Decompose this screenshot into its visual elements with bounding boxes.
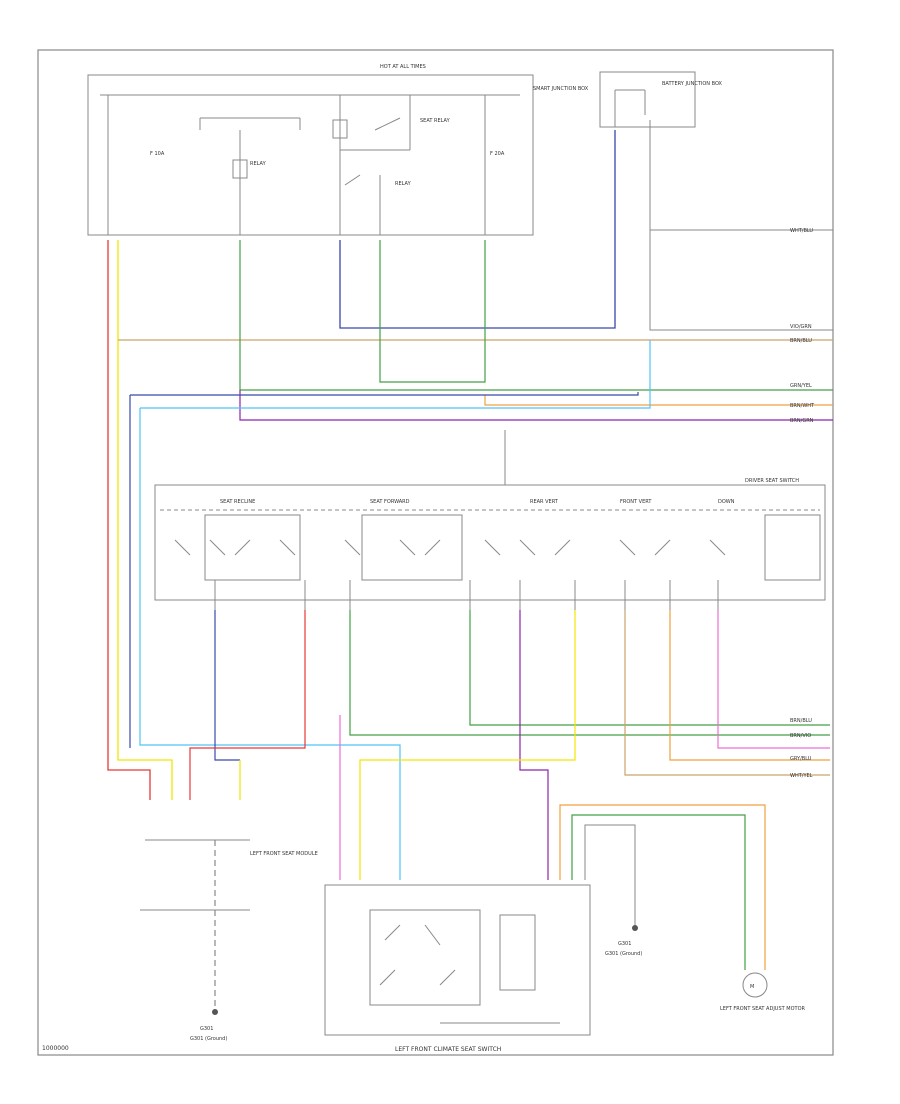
svg-text:SEAT RECLINE: SEAT RECLINE	[220, 499, 255, 505]
svg-text:G301: G301	[618, 941, 631, 947]
wire-red-sw2	[189, 610, 306, 800]
svg-text:SEAT FORWARD: SEAT FORWARD	[370, 499, 410, 505]
ground-left-caption: G301 (Ground)	[190, 1036, 227, 1042]
seat-switch-module: DRIVER SEAT SWITCH SEAT RECLINE SEAT FOR…	[154, 430, 826, 610]
svg-text:DOWN: DOWN	[718, 499, 735, 505]
wire-red-left	[107, 240, 151, 800]
battery-junction-box: BATTERY JUNCTION BOX	[599, 71, 723, 128]
svg-text:HOT AT ALL TIMES: HOT AT ALL TIMES	[380, 64, 426, 70]
svg-text:VIO/GRN: VIO/GRN	[790, 324, 812, 330]
wire-gray-motor	[584, 824, 636, 900]
svg-text:SMART JUNCTION BOX: SMART JUNCTION BOX	[533, 86, 589, 92]
wire-green-sw4	[469, 610, 830, 726]
svg-text:BATTERY JUNCTION BOX: BATTERY JUNCTION BOX	[662, 81, 723, 87]
wire-cyan-long	[139, 340, 651, 880]
svg-text:GRY/BLU: GRY/BLU	[790, 756, 812, 762]
wire-violet-right	[239, 390, 833, 421]
wire-green-top	[239, 240, 833, 391]
svg-text:DRIVER SEAT SWITCH: DRIVER SEAT SWITCH	[745, 478, 799, 484]
svg-text:BRN/WHT: BRN/WHT	[790, 403, 815, 409]
wire-blue-top	[339, 130, 616, 329]
wire-green-sw3	[349, 610, 830, 736]
svg-text:G301: G301	[200, 1026, 213, 1032]
top-module: HOT AT ALL TIMES SMART JUNCTION BOX F 10…	[87, 64, 589, 236]
svg-text:M: M	[750, 984, 754, 990]
climate-seat-switch	[324, 884, 591, 1036]
wire-green-2	[379, 240, 486, 383]
center-ground: G301	[618, 900, 638, 947]
wire-green-motor	[571, 814, 746, 970]
svg-text:RELAY: RELAY	[250, 161, 267, 167]
svg-text:WHT/YEL: WHT/YEL	[790, 773, 813, 779]
svg-text:WHT/BLU: WHT/BLU	[790, 228, 813, 234]
wire-blue-long	[129, 392, 639, 748]
svg-text:BRN/GRN: BRN/GRN	[790, 418, 814, 424]
wire-orange-motor	[559, 804, 766, 970]
svg-text:RELAY: RELAY	[395, 181, 412, 187]
svg-text:FRONT VERT: FRONT VERT	[620, 499, 652, 505]
svg-text:GRN/YEL: GRN/YEL	[790, 383, 812, 389]
svg-text:F 20A: F 20A	[490, 151, 505, 157]
seat-motor: M	[742, 972, 768, 998]
wire-violet-sw5	[519, 610, 549, 880]
svg-text:LEFT FRONT SEAT MODULE: LEFT FRONT SEAT MODULE	[250, 851, 318, 857]
ground-center-caption: G301 (Ground)	[605, 951, 642, 957]
motor-caption: LEFT FRONT SEAT ADJUST MOTOR	[720, 1006, 806, 1012]
svg-text:REAR VERT: REAR VERT	[530, 499, 559, 505]
wire-yellow-left	[117, 240, 173, 800]
wire-blue-sw1	[214, 610, 240, 761]
wire-orange-right	[484, 395, 833, 406]
svg-text:F 10A: F 10A	[150, 151, 165, 157]
wire-orange-sw8	[669, 610, 830, 761]
left-connector: LEFT FRONT SEAT MODULE G301	[140, 839, 318, 1032]
wire-gray-right	[649, 120, 833, 331]
wire-yellow-sw6	[359, 610, 576, 880]
svg-text:BRN/VIO: BRN/VIO	[790, 733, 811, 739]
svg-text:BRN/BLU: BRN/BLU	[790, 718, 812, 724]
right-edge-labels: WHT/BLU VIO/GRN BRN/BLU GRN/YEL BRN/WHT …	[790, 228, 815, 779]
svg-text:SEAT RELAY: SEAT RELAY	[420, 118, 451, 124]
wire-pink-sw9	[717, 610, 830, 749]
bottom-caption: LEFT FRONT CLIMATE SEAT SWITCH	[395, 1046, 501, 1053]
diagram-border	[37, 49, 834, 1056]
svg-text:BRN/BLU: BRN/BLU	[790, 338, 812, 344]
page-code: 1000000	[42, 1045, 69, 1052]
wire-tan-sw7	[624, 610, 830, 776]
